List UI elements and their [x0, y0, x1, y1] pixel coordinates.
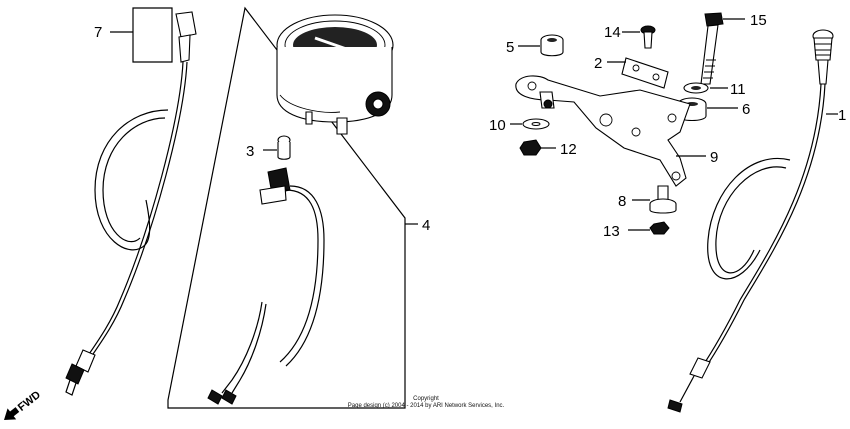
callout-9: 9 — [710, 149, 718, 166]
callout-15: 15 — [750, 12, 767, 29]
plate-2[interactable] — [621, 57, 669, 89]
callout-10: 10 — [489, 117, 506, 134]
cable-7-bracket — [132, 7, 173, 63]
bolt-14[interactable] — [640, 25, 656, 49]
nut-12[interactable] — [519, 139, 542, 156]
grommet-8[interactable] — [649, 185, 677, 214]
callout-2: 2 — [594, 55, 602, 72]
meter-bracket-9[interactable] — [515, 75, 691, 187]
callout-3: 3 — [246, 143, 254, 160]
callout-8: 8 — [618, 193, 626, 210]
fwd-label: FWD — [16, 389, 43, 414]
speedometer-meter[interactable] — [276, 14, 394, 135]
bolt-15[interactable] — [700, 12, 724, 85]
callout-7: 7 — [94, 24, 102, 41]
arrow-left-icon — [4, 407, 20, 420]
tachometer-cable-right[interactable] — [667, 29, 834, 413]
speedometer-cable-left[interactable] — [65, 7, 197, 396]
bulb-socket-harness[interactable] — [207, 167, 325, 405]
page-design-credit: Page design (c) 2004 - 2014 by ARI Netwo… — [348, 403, 505, 409]
callout-11: 11 — [730, 81, 746, 98]
copyright-line: Copyright — [413, 396, 439, 402]
callout-4: 4 — [422, 217, 430, 234]
indicator-bulb[interactable] — [277, 135, 291, 160]
grommet-5[interactable] — [540, 34, 564, 57]
cable-7-bottom-ferrule — [75, 349, 96, 373]
callout-5: 5 — [506, 39, 514, 56]
washer-10[interactable] — [522, 118, 550, 130]
callout-13: 13 — [603, 223, 620, 240]
fwd-indicator: FWD — [4, 389, 43, 420]
cable-7-bottom-nut — [65, 363, 85, 385]
cable-7-top-nut — [175, 11, 197, 38]
callout-6: 6 — [742, 101, 750, 118]
meter-assembly-outline — [167, 6, 406, 409]
callout-1: 1 — [838, 107, 846, 124]
cable-7-top-ferrule — [178, 34, 191, 63]
callout-14: 14 — [604, 24, 621, 41]
callout-12: 12 — [560, 141, 577, 158]
grommet-11[interactable] — [683, 82, 709, 94]
nut-13[interactable] — [649, 221, 670, 235]
